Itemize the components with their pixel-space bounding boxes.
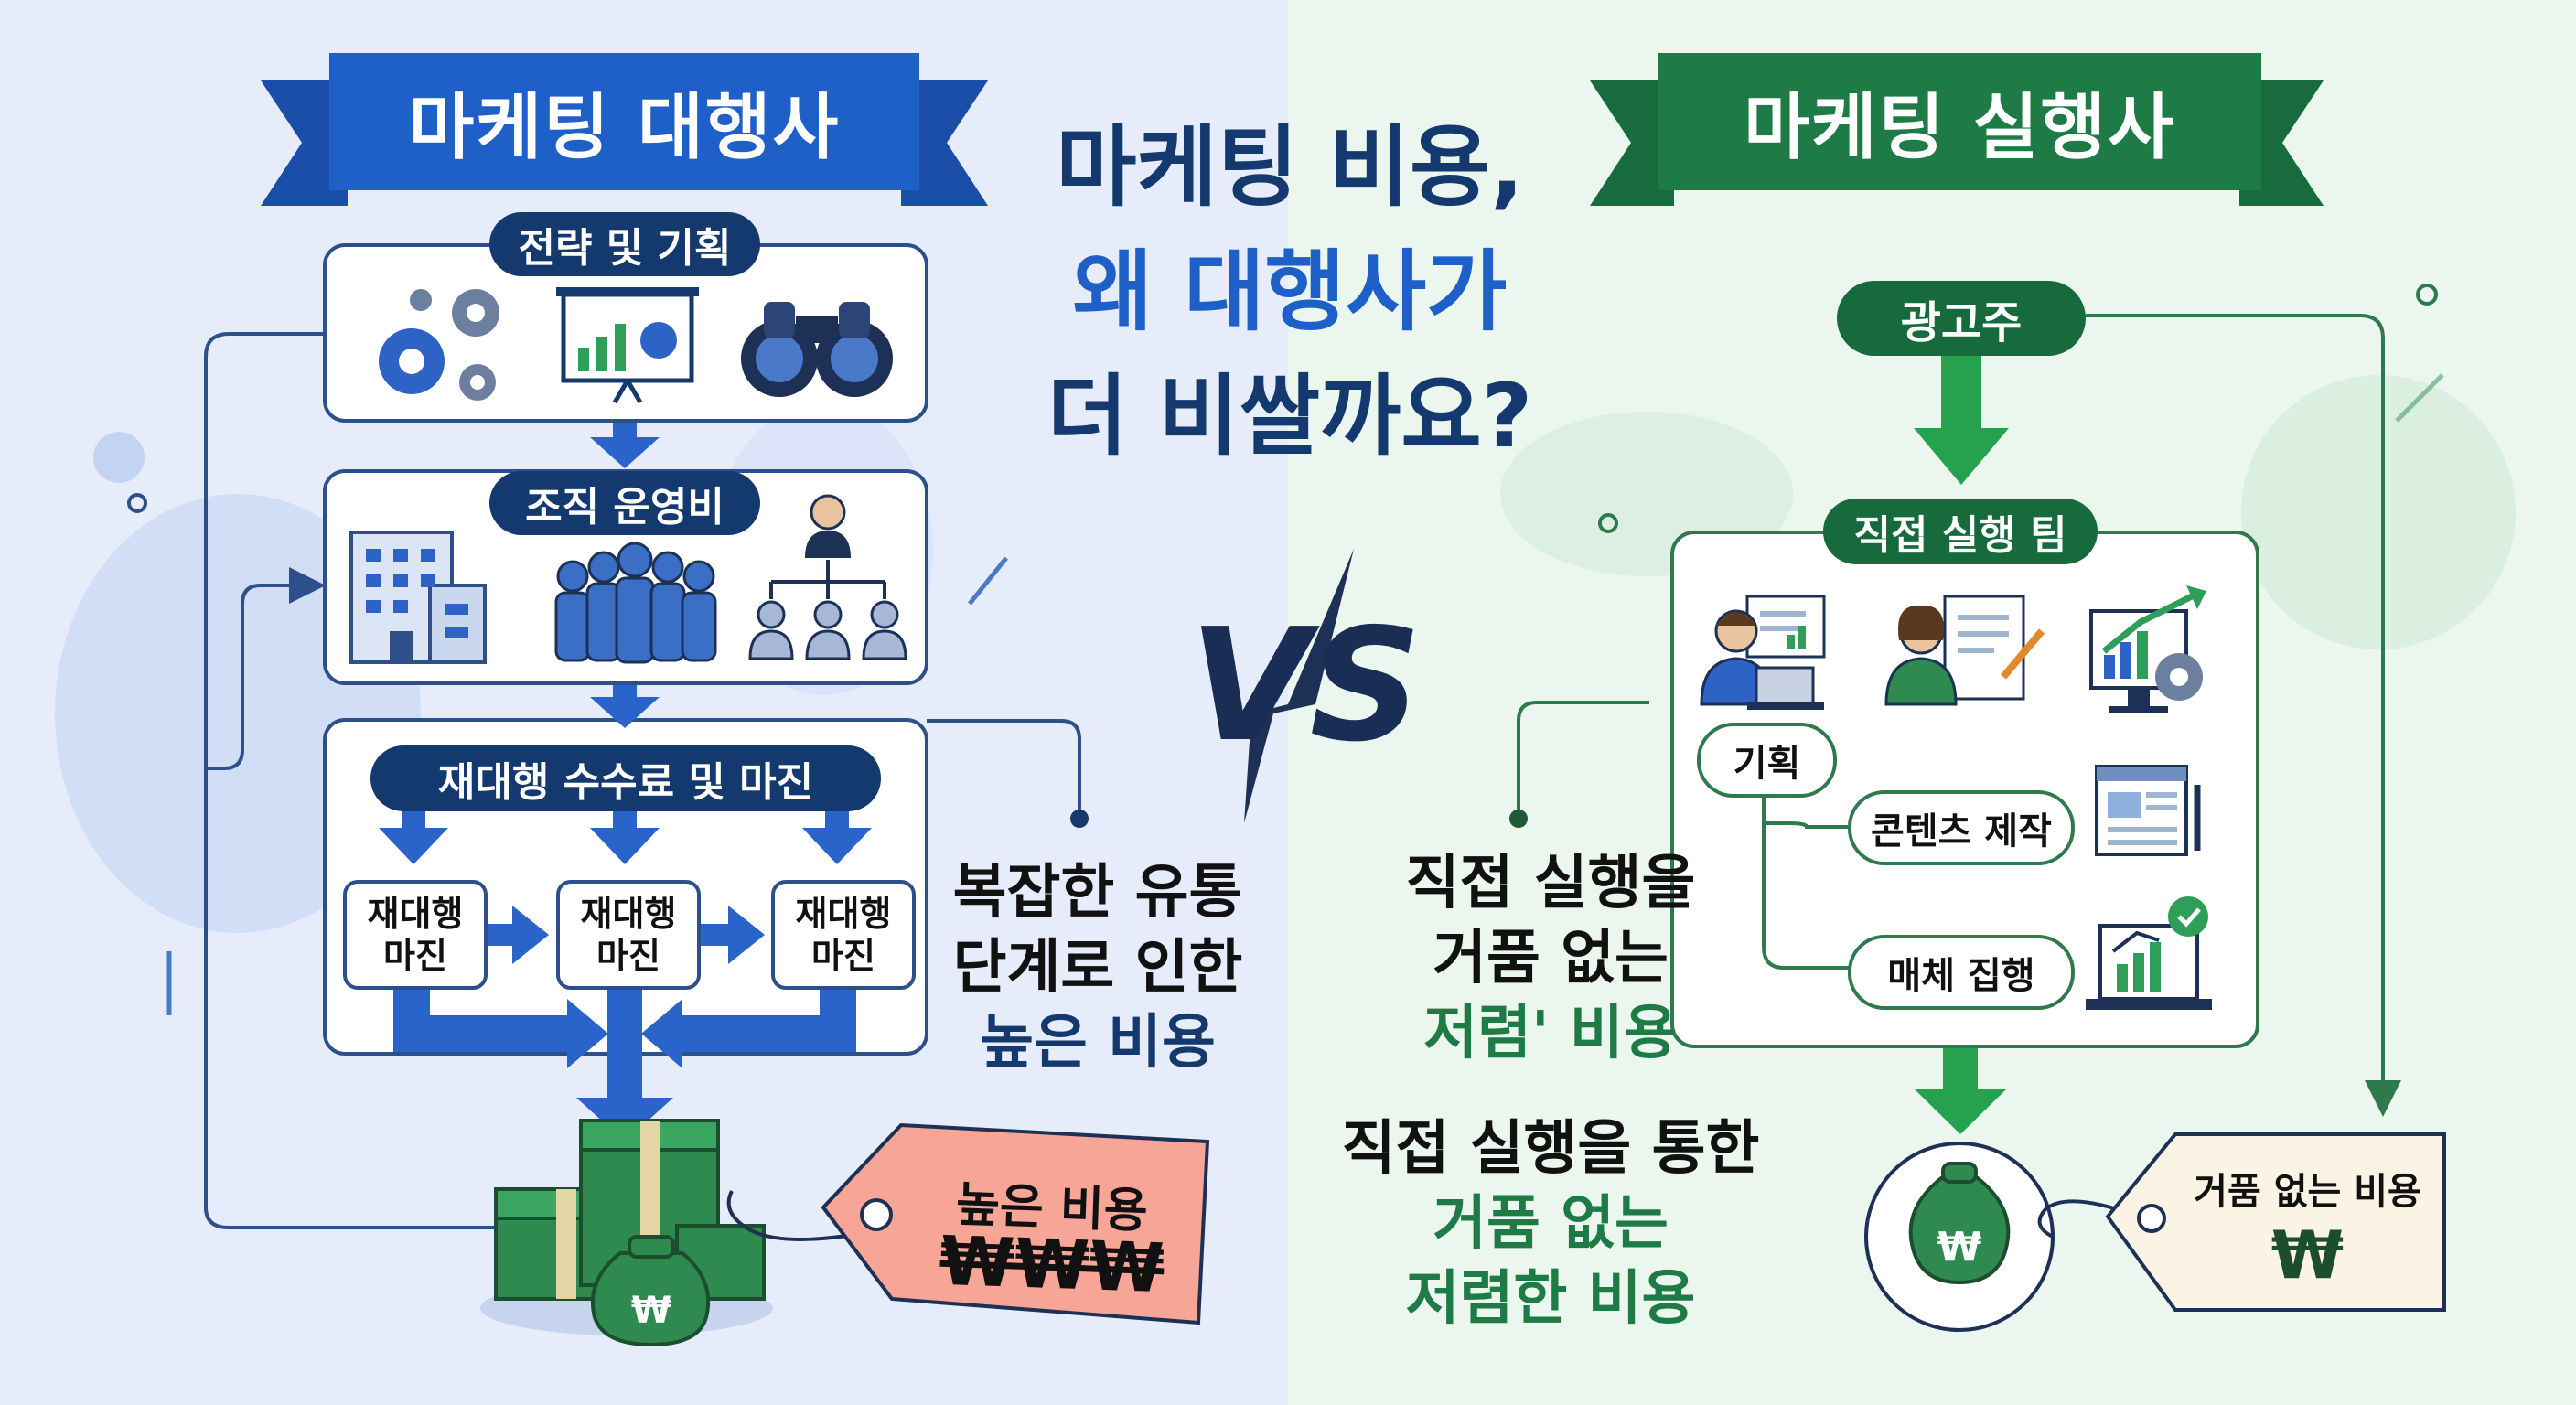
monitor-chart-icon [2089,585,2206,713]
vs-label: VS [1189,595,1422,777]
strategy-pill: 전략 및 기획 [489,212,760,276]
executor-caption-1: 직접 실행을 거품 없는 저렴' 비용 [1299,846,1802,1071]
media-step: 매체 집행 [1848,935,2075,1010]
gears-icon [379,289,499,401]
executor-caption-2: 직접 실행을 통한 거품 없는 저렴한 비용 [1299,1111,1802,1336]
main-title: 마케팅 비용, 왜 대행사가 더 비쌀까요? [1025,105,1555,478]
agency-caption-line3: 높은 비용 [980,1009,1216,1077]
executor-caption-2-line3: 저렴한 비용 [1405,1265,1696,1333]
no-bubble-tag-label: 거품 없는 비용 [2194,1171,2421,1213]
executor-banner-title: 마케팅 실행사 [1744,87,2175,169]
agency-banner-title: 마케팅 대행사 [408,87,841,169]
executor-caption-1-line3: 저렴' 비용 [1423,1000,1678,1067]
fees-pill: 재대행 수수료 및 마진 [370,745,881,811]
team-pill: 직접 실행 팀 [1823,499,2098,564]
worker-document-icon [1884,595,2045,706]
main-title-line3: 더 비쌀까요? [1046,365,1533,467]
executor-ribbon [1590,53,2324,206]
agency-caption-line1: 복잡한 유통 [952,859,1243,927]
no-bubble-tag-symbol: ₩ [2270,1217,2345,1293]
org-chart-icon [748,494,907,660]
price-tag-icon [2037,1132,2446,1312]
operations-pill: 조직 운영비 [489,471,760,535]
presentation-chart-icon [556,287,699,404]
executor-caption-1-line1: 직접 실행을 [1405,850,1696,917]
agency-caption: 복잡한 유통 단계로 인한 높은 비용 [942,855,1253,1080]
planning-step: 기획 [1697,723,1837,798]
margin-box: 재대행 마진 [343,880,488,990]
svg-text:₩: ₩ [631,1290,671,1332]
binoculars-icon [741,302,893,397]
crowd-icon [554,542,717,664]
office-building-icon [349,531,487,664]
article-icon [2095,765,2201,856]
agency-ribbon [261,53,988,206]
money-bag-icon: ₩ [1864,1142,2055,1332]
worker-laptop-icon [1700,595,1826,710]
main-title-line2: 왜 대행사가 [1072,241,1508,343]
price-tag-icon [726,1122,1210,1325]
advertiser-pill: 광고주 [1837,281,2086,356]
money-bag-icon: ₩ [590,1235,711,1347]
margin-box: 재대행 마진 [556,880,701,990]
executor-caption-2-line2: 거품 없는 [1433,1190,1669,1258]
laptop-analytics-icon [2086,896,2212,1010]
executor-caption-2-line1: 직접 실행을 통한 [1341,1115,1760,1183]
agency-caption-line2: 단계로 인한 [952,934,1243,1002]
main-title-line1: 마케팅 비용, [1056,116,1524,219]
margin-box: 재대행 마진 [771,880,916,990]
vs-lightning [1244,549,1354,823]
executor-caption-1-line2: 거품 없는 [1433,925,1669,992]
high-cost-tag-symbol: ₩₩₩ [939,1221,1165,1309]
svg-text:₩: ₩ [1937,1224,1982,1271]
content-step: 콘텐츠 제작 [1848,790,2075,865]
